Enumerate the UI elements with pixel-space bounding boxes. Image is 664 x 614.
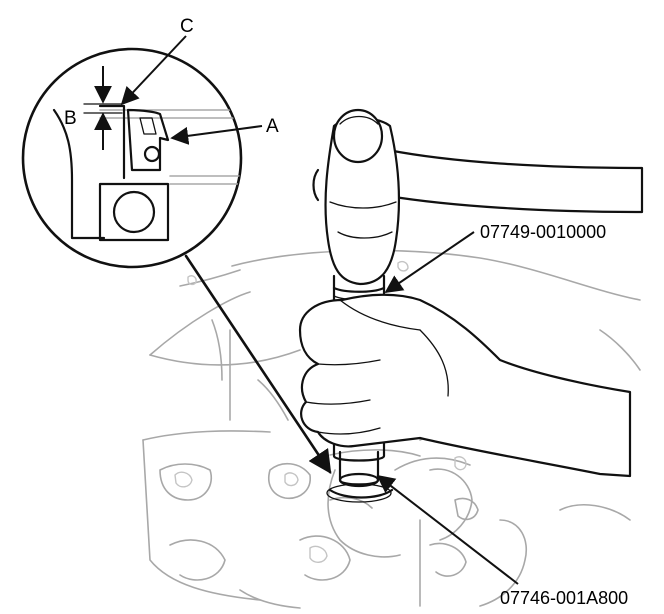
hammer: [312, 108, 644, 286]
label-attachment-tool: 07746-001A800: [500, 588, 628, 608]
label-driver-tool: 07749-0010000: [480, 222, 606, 242]
leader-lines: [120, 35, 519, 585]
inset-pointer-line: [184, 254, 332, 474]
hand: [298, 293, 632, 478]
label-c: C: [180, 16, 194, 37]
leader-c: [120, 35, 187, 106]
leader-attachment: [376, 474, 519, 585]
leader-driver: [384, 231, 475, 294]
label-a: A: [266, 116, 279, 137]
label-b: B: [64, 108, 77, 129]
leader-a: [170, 125, 263, 145]
detail-inset: [21, 47, 243, 269]
